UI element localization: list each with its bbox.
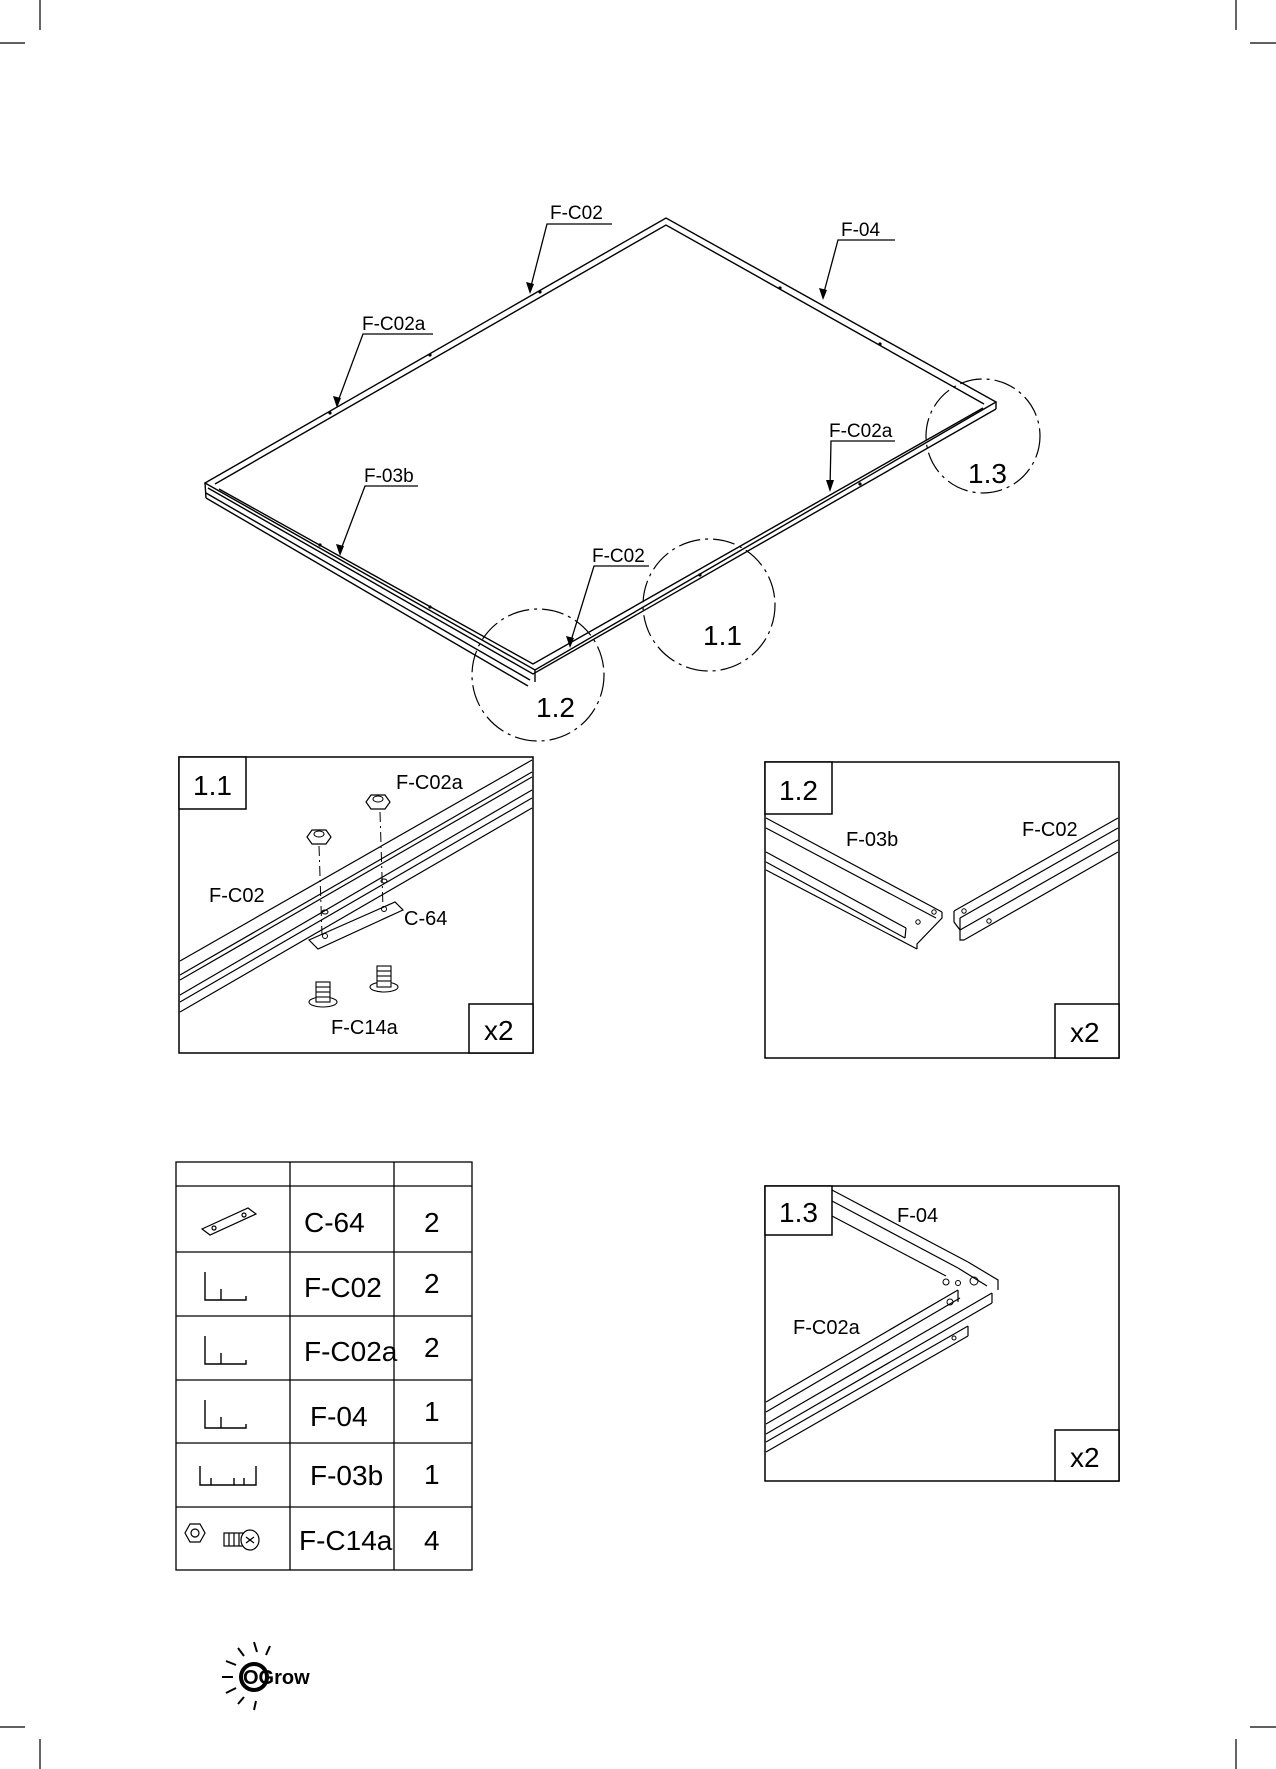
overview-arrowheads xyxy=(333,282,834,648)
table-row-qty: 2 xyxy=(424,1332,440,1363)
detail-1-2: 1.2 x2 F-03b F-C02 xyxy=(765,762,1119,1058)
table-row-code: F-C02 xyxy=(304,1272,382,1303)
table-row-qty: 4 xyxy=(424,1525,440,1556)
detail-1-1-title: 1.1 xyxy=(193,770,232,801)
detail-1-3: 1.3 x2 F-04 F-C0 xyxy=(765,1186,1119,1481)
detail-1-3-label-f-c02a: F-C02a xyxy=(793,1317,861,1339)
detail-1-2-label-f-03b: F-03b xyxy=(846,829,898,851)
plate-icon xyxy=(202,1208,256,1235)
table-row-code: C-64 xyxy=(304,1207,365,1238)
nut-and-bolt-icon xyxy=(185,1524,259,1550)
table-row-qty: 1 xyxy=(424,1396,440,1427)
brand-logo-text: OGrow xyxy=(243,1667,310,1689)
detail-1-2-qty: x2 xyxy=(1070,1017,1100,1048)
overview-label-f-c02a-right: F-C02a xyxy=(829,421,893,442)
detail-1-2-label-f-c02: F-C02 xyxy=(1022,819,1078,841)
table-row-qty: 2 xyxy=(424,1268,440,1299)
callout-1-2: 1.2 xyxy=(536,692,575,723)
overview-label-f-c02-bottom: F-C02 xyxy=(592,546,645,567)
profile-icon xyxy=(205,1336,246,1364)
table-row-code: F-C02a xyxy=(304,1336,398,1367)
overview-part-labels: F-C02 F-04 F-C02a F-C02a F-03b F-C02 xyxy=(362,203,893,567)
detail-1-3-title: 1.3 xyxy=(779,1197,818,1228)
overview-callout-labels: 1.3 1.1 1.2 xyxy=(536,458,1007,723)
table-row-qty: 2 xyxy=(424,1207,440,1238)
table-row-code: F-04 xyxy=(310,1401,368,1432)
detail-1-1-qty: x2 xyxy=(484,1015,514,1046)
detail-1-1-label-f-c02: F-C02 xyxy=(209,885,265,907)
detail-1-3-label-f-04: F-04 xyxy=(897,1205,938,1227)
table-row-code: F-C14a xyxy=(299,1525,393,1556)
detail-1-2-title: 1.2 xyxy=(779,775,818,806)
detail-1-1-label-f-c02a: F-C02a xyxy=(396,772,464,794)
detail-1-1: 1.1 x2 xyxy=(179,757,533,1053)
callout-1-3: 1.3 xyxy=(968,458,1007,489)
table-row-code: F-03b xyxy=(310,1460,383,1491)
long-profile-icon xyxy=(200,1466,256,1485)
parts-table: C-64 2 F-C02 2 F-C02a 2 F-04 1 F-03b 1 F… xyxy=(176,1162,472,1570)
table-row-qty: 1 xyxy=(424,1459,440,1490)
brand-logo: OGrow xyxy=(222,1642,310,1710)
overview-label-f-04: F-04 xyxy=(841,220,881,241)
callout-1-1: 1.1 xyxy=(703,620,742,651)
profile-icon xyxy=(205,1400,246,1428)
overview-label-f-c02-top: F-C02 xyxy=(550,203,603,224)
overview-leaders xyxy=(337,224,895,644)
overview-label-f-03b: F-03b xyxy=(364,466,414,487)
overview-label-f-c02a-left: F-C02a xyxy=(362,314,426,335)
frame-overview xyxy=(205,218,996,686)
detail-1-1-label-c-64: C-64 xyxy=(404,908,447,930)
detail-1-1-label-f-c14a: F-C14a xyxy=(331,1017,399,1039)
profile-icon xyxy=(205,1272,246,1300)
detail-1-3-qty: x2 xyxy=(1070,1442,1100,1473)
